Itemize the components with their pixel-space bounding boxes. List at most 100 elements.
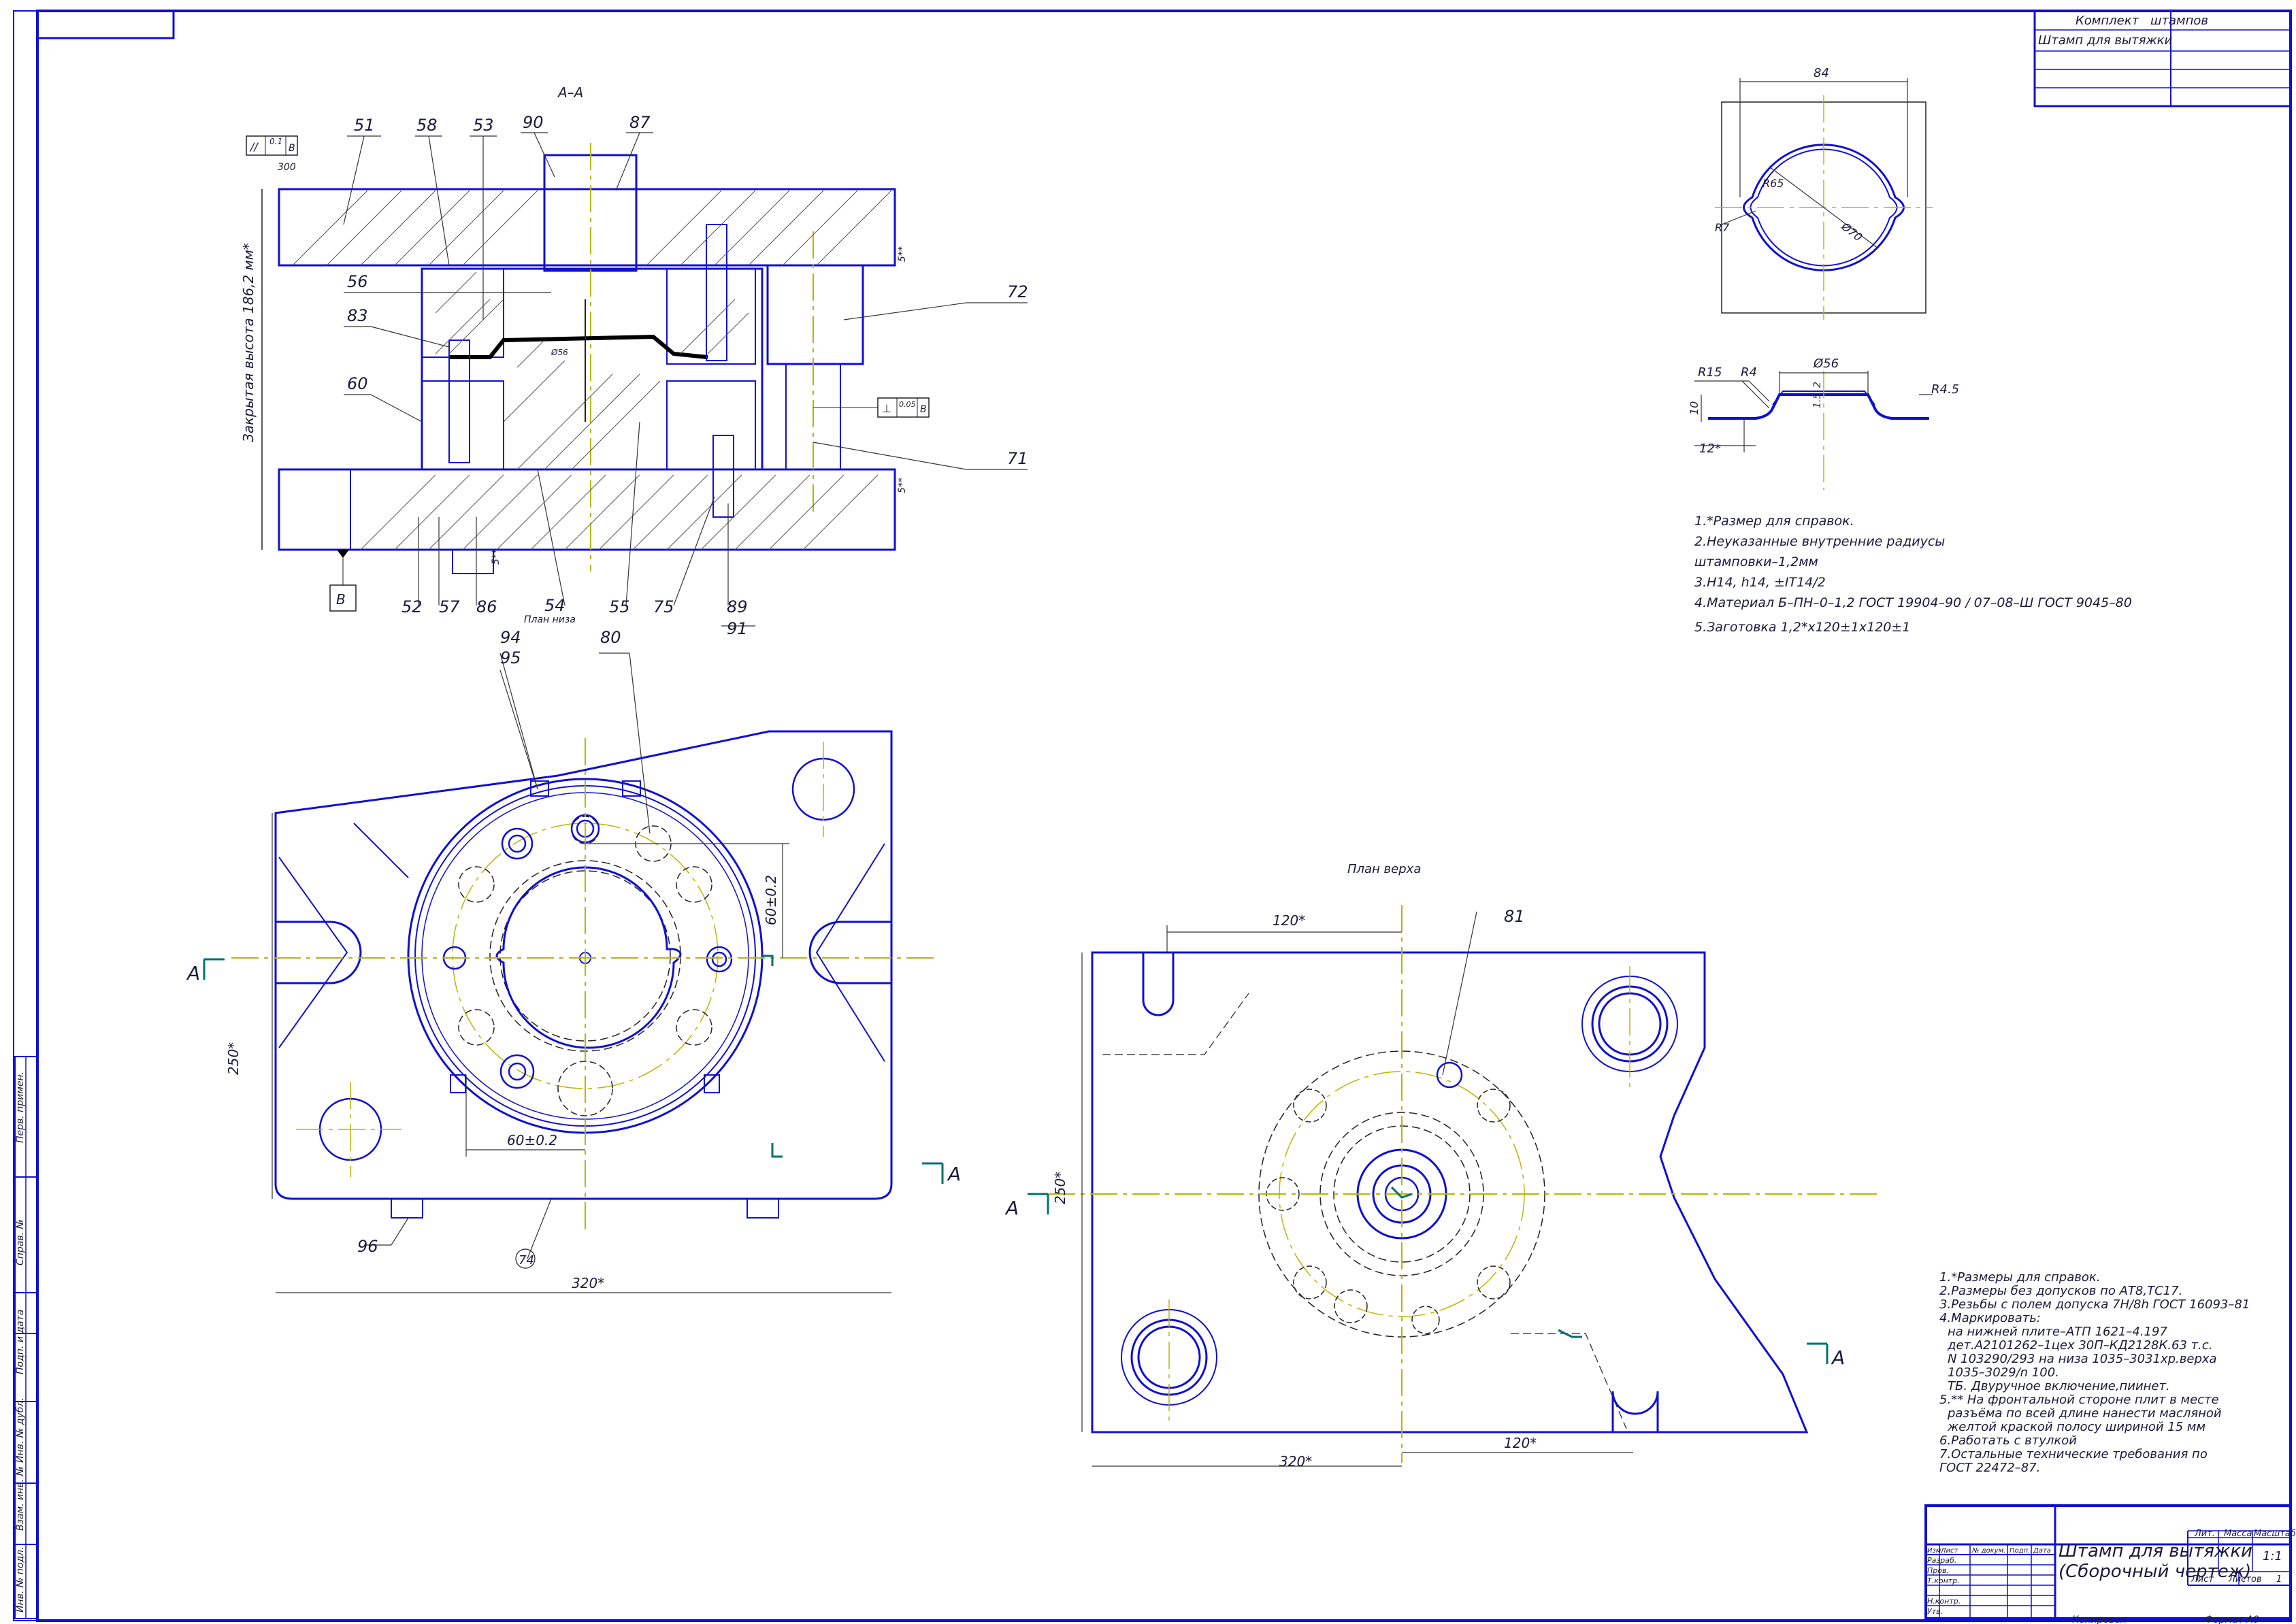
- asm-note-10: 5.** На фронтальной стороне плит в месте: [1939, 1393, 2219, 1407]
- balloon-96: 96: [357, 1237, 378, 1256]
- role-utv: Утв.: [1927, 1607, 1943, 1616]
- balloon-56: 56: [347, 272, 368, 291]
- plan-bottom-label: План низа: [524, 614, 576, 625]
- mark-h-top: 5**: [897, 246, 908, 262]
- balloon-60: 60: [347, 374, 368, 393]
- mark-d56-sec: Ø56: [551, 348, 568, 357]
- balloon-81: 81: [1504, 907, 1525, 926]
- balloon-94: 94: [500, 628, 521, 647]
- copied-label: Копировал: [2072, 1614, 2127, 1624]
- dim-60-v: 60±0.2: [763, 875, 779, 925]
- spec-header-1: Комплект: [2076, 14, 2139, 28]
- dim-r4: R4: [1741, 365, 1757, 380]
- dim-320-right: 320*: [1279, 1453, 1312, 1470]
- balloon-55: 55: [609, 597, 630, 616]
- part-note-1: 1.*Размер для справок.: [1694, 514, 1854, 529]
- plan-top-view: План верха: [1004, 862, 1878, 1470]
- section-mark-a-right-plan: A: [1004, 1197, 1019, 1219]
- asm-note-3: 3.Резьбы с полем допуска 7Н/8h ГОСТ 1609…: [1939, 1297, 2250, 1312]
- balloon-95: 95: [500, 648, 521, 667]
- title-line-1: Штамп для вытяжки: [2059, 1541, 2252, 1561]
- title-block: Штамп для вытяжки (Сборочный чертеж) Изм…: [1924, 1504, 2296, 1624]
- dim-250-right: 250*: [1052, 1172, 1068, 1204]
- dim-r45: R4.5: [1931, 382, 1959, 397]
- asm-note-11: разъёма по всей длине нанести масляной: [1947, 1406, 2222, 1421]
- asm-note-7: N 103290/293 на низа 1035–3031хр.верха: [1948, 1352, 2217, 1366]
- dim-10: 10: [1688, 401, 1701, 415]
- plan-top-label: План верха: [1347, 862, 1421, 876]
- dim-60-h: 60±0.2: [507, 1132, 557, 1148]
- balloon-54: 54: [544, 596, 565, 615]
- part-note-2: 2.Неуказанные внутренние радиусы: [1694, 534, 1945, 549]
- dim-320-left: 320*: [572, 1275, 604, 1291]
- col-list: Лист: [1940, 1547, 1959, 1555]
- part-note-6: 5.Заготовка 1,2*х120±1х120±1: [1694, 620, 1910, 635]
- spec-row-1: Штамп для вытяжки: [2038, 33, 2173, 48]
- dim-1-5: 1.5: [1812, 393, 1823, 408]
- flatness-base: 300: [278, 162, 296, 173]
- dim-r7: R7: [1715, 221, 1730, 234]
- asm-note-6: дет.А2101262–1цех 30П–КД2128К.63 т.с.: [1947, 1338, 2212, 1353]
- balloon-53: 53: [473, 116, 494, 135]
- perp-sym: ⊥: [882, 402, 891, 415]
- asm-note-13: 6.Работать с втулкой: [1939, 1434, 2077, 1448]
- dim-84: 84: [1814, 66, 1829, 80]
- role-nkontr: Н.контр.: [1927, 1597, 1961, 1606]
- sheets-label: Листов: [2228, 1574, 2262, 1585]
- section-mark-a-left: A: [186, 962, 200, 984]
- balloon-51: 51: [354, 116, 375, 135]
- asm-note-8: 1035–3029/n 100.: [1948, 1365, 2059, 1380]
- col-izm: Изм.: [1927, 1547, 1944, 1555]
- asm-note-1: 1.*Размеры для справок.: [1939, 1270, 2100, 1285]
- spec-header-2: штампов: [2150, 14, 2208, 28]
- format-label: Формат А0: [2205, 1614, 2259, 1624]
- asm-note-5: на нижней плите–АТП 1621–4.197: [1948, 1325, 2167, 1339]
- flatness-ref: B: [289, 143, 295, 154]
- col-date: Дата: [2033, 1547, 2051, 1555]
- dim-12: 12*: [1699, 442, 1721, 456]
- balloon-87: 87: [629, 113, 651, 132]
- dim-120-bottom: 120*: [1504, 1435, 1537, 1451]
- col-doc: № докум.: [1971, 1547, 2005, 1555]
- balloon-74: 74: [519, 1253, 534, 1267]
- balloon-75: 75: [653, 597, 674, 616]
- role-razrab: Разраб.: [1927, 1556, 1956, 1565]
- side-stamp: Перв. примен. Справ. № Подп. и дата Инв.…: [14, 1056, 38, 1619]
- spec-table: Комплект штампов Штамп для вытяжки: [2033, 10, 2292, 107]
- dim-2: 2: [1812, 382, 1823, 388]
- scale-label: Масштаб: [2254, 1529, 2296, 1539]
- balloon-89: 89: [727, 597, 748, 616]
- perp-ref: B: [920, 404, 927, 415]
- balloon-91: 91: [727, 619, 748, 638]
- role-tkontr: Т.контр.: [1927, 1576, 1960, 1585]
- balloon-52: 52: [401, 597, 423, 616]
- stamp-item-1: Перв. примен.: [15, 1072, 26, 1143]
- balloon-72: 72: [1007, 282, 1028, 301]
- part-section-view: Ø56 R15 R4 R4.5 12* 10 2 1.5: [1688, 357, 1959, 490]
- stamp-item-7: Инв. № подл.: [15, 1546, 26, 1612]
- drawing-frame: [13, 10, 2292, 1622]
- mass-label: Масса: [2224, 1529, 2252, 1539]
- balloon-86: 86: [476, 597, 497, 616]
- asm-note-2: 2.Размеры без допусков по АТ8,ТС17.: [1939, 1284, 2182, 1298]
- datum-b-label: B: [336, 591, 346, 608]
- asm-note-15: ГОСТ 22472–87.: [1939, 1461, 2040, 1475]
- assembly-notes: 1.*Размеры для справок. 2.Размеры без до…: [1939, 1270, 2250, 1475]
- part-top-view: 84 R65 Ø70 R7: [1715, 66, 1933, 320]
- asm-note-14: 7.Остальные технические требования по: [1939, 1447, 2208, 1461]
- sheets-value: 1: [2276, 1574, 2282, 1585]
- balloon-90: 90: [523, 113, 544, 132]
- col-sign: Подп.: [2010, 1547, 2030, 1555]
- part-note-4: 3.H14, h14, ±IT14/2: [1694, 575, 1826, 590]
- section-mark-a-right: A: [947, 1163, 961, 1185]
- lit-label: Лит.: [2194, 1529, 2215, 1539]
- section-mark-a-right-plan-2: A: [1831, 1346, 1845, 1369]
- dim-d70: Ø70: [1839, 220, 1865, 244]
- sheet-label: Лист: [2191, 1574, 2214, 1585]
- dim-120-top: 120*: [1273, 912, 1305, 929]
- stamp-item-4: Инв. № дубл.: [15, 1397, 26, 1463]
- balloon-80: 80: [600, 628, 621, 647]
- flatness-sym: //: [249, 140, 259, 153]
- part-note-5: 4.Материал Б–ПН–0–1,2 ГОСТ 19904–90 / 07…: [1694, 595, 2132, 610]
- stamp-item-2: Справ. №: [15, 1219, 26, 1265]
